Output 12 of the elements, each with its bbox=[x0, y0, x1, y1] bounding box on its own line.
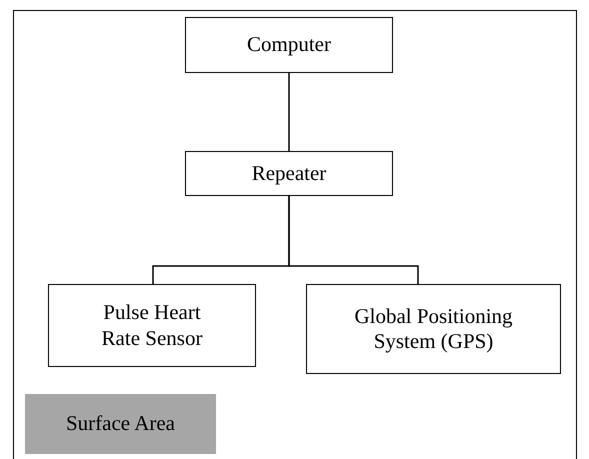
process-box bbox=[306, 284, 561, 374]
shaded-box bbox=[25, 394, 216, 454]
connector-line bbox=[288, 196, 419, 284]
node-label: Global Positioning System (GPS) bbox=[353, 304, 514, 354]
node-label: Surface Area bbox=[64, 411, 176, 437]
node-label: Computer bbox=[246, 32, 332, 58]
node-label: Repeater bbox=[250, 160, 328, 186]
node-label: Pulse Heart Rate Sensor bbox=[100, 300, 204, 351]
process-box bbox=[185, 151, 393, 196]
process-box bbox=[48, 284, 256, 367]
connector-line bbox=[288, 73, 290, 151]
process-box bbox=[185, 17, 393, 73]
